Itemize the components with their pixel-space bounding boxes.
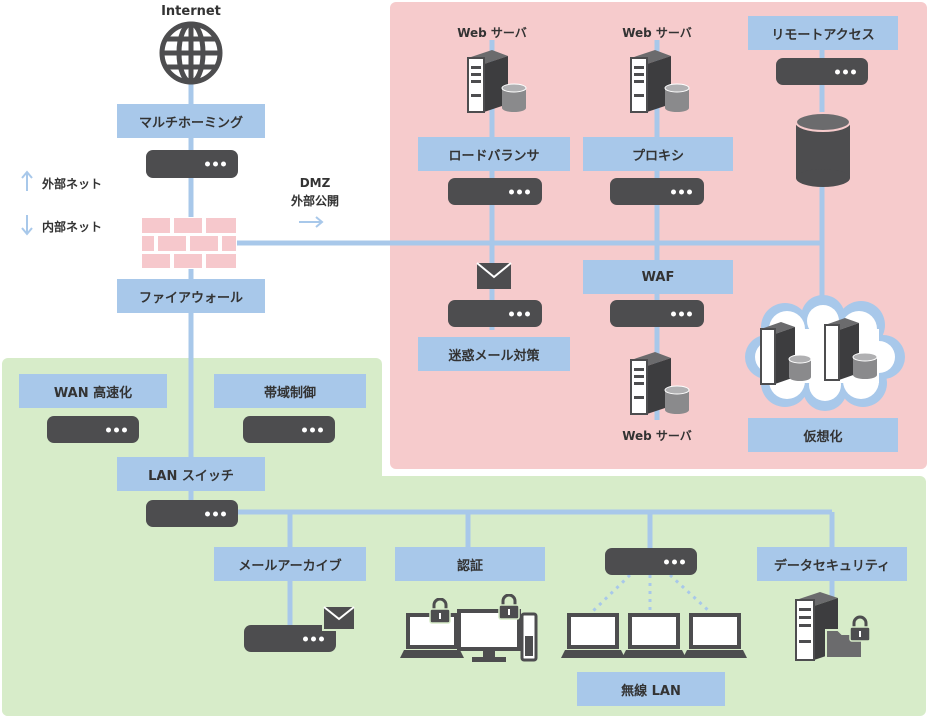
wireless-lan-label: 無線 LAN bbox=[577, 672, 725, 706]
external-net-legend: 外部ネット bbox=[42, 177, 103, 191]
data-security-label: データセキュリティ bbox=[757, 547, 907, 581]
globe-icon bbox=[159, 21, 223, 85]
waf-label: WAF bbox=[583, 260, 733, 294]
multihoming-label: マルチホーミング bbox=[117, 104, 265, 138]
anti-spam-label: 迷惑メール対策 bbox=[418, 337, 570, 371]
mail-archive-device bbox=[244, 625, 336, 652]
lock-icon bbox=[498, 594, 520, 620]
lan-switch-label: LAN スイッチ bbox=[117, 457, 265, 491]
server-icon bbox=[630, 50, 690, 113]
server-icon bbox=[824, 318, 878, 381]
arrow-right-icon bbox=[299, 216, 324, 228]
arrow-down-icon bbox=[21, 215, 33, 236]
mail-archive-label: メールアーカイブ bbox=[214, 547, 366, 581]
laptop-icon bbox=[622, 613, 686, 658]
pc-tower-icon bbox=[520, 612, 538, 662]
wan-acceleration-label: WAN 高速化 bbox=[19, 374, 167, 408]
lock-icon bbox=[429, 598, 451, 624]
web-server-1-label: Web サーバ bbox=[457, 26, 527, 40]
dmz-title: DMZ bbox=[299, 176, 331, 190]
mail-icon bbox=[322, 605, 356, 631]
remote-access-label: リモートアクセス bbox=[748, 16, 898, 50]
server-icon bbox=[795, 592, 871, 661]
proxy-label: プロキシ bbox=[583, 137, 733, 171]
authentication-label: 認証 bbox=[395, 547, 545, 581]
internet-label: Internet bbox=[161, 4, 221, 19]
remote-access-device bbox=[776, 58, 868, 85]
database-icon bbox=[664, 83, 690, 112]
proxy-device bbox=[610, 178, 704, 205]
laptop-icon bbox=[683, 613, 747, 658]
load-balancer-device bbox=[448, 178, 542, 205]
anti-spam-device bbox=[448, 300, 542, 327]
load-balancer-label: ロードバランサ bbox=[418, 137, 570, 171]
arrow-up-icon bbox=[21, 170, 33, 191]
laptop-icon bbox=[561, 613, 625, 658]
wan-acceleration-device bbox=[47, 416, 139, 443]
dmz-subtitle: 外部公開 bbox=[290, 194, 339, 208]
wireless-access-point bbox=[605, 548, 697, 575]
cloud-icon bbox=[745, 295, 905, 411]
internal-net-legend: 内部ネット bbox=[42, 220, 103, 234]
database-icon bbox=[501, 83, 527, 112]
bandwidth-control-label: 帯域制御 bbox=[214, 374, 366, 408]
server-icon bbox=[630, 352, 690, 415]
web-server-2-label: Web サーバ bbox=[622, 26, 692, 40]
server-icon bbox=[760, 322, 812, 385]
mail-icon bbox=[476, 262, 512, 289]
lan-switch-device bbox=[146, 500, 238, 527]
server-icon bbox=[467, 50, 527, 113]
waf-device bbox=[610, 300, 704, 327]
web-server-3-label: Web サーバ bbox=[622, 429, 692, 443]
database-icon bbox=[795, 112, 851, 187]
lock-icon bbox=[849, 615, 871, 642]
bandwidth-control-device bbox=[243, 416, 335, 443]
firewall-label: ファイアウォール bbox=[117, 279, 265, 313]
firewall-icon bbox=[141, 217, 237, 269]
database-icon bbox=[664, 385, 690, 414]
multihoming-router bbox=[146, 150, 238, 178]
virtualization-label: 仮想化 bbox=[748, 418, 898, 452]
